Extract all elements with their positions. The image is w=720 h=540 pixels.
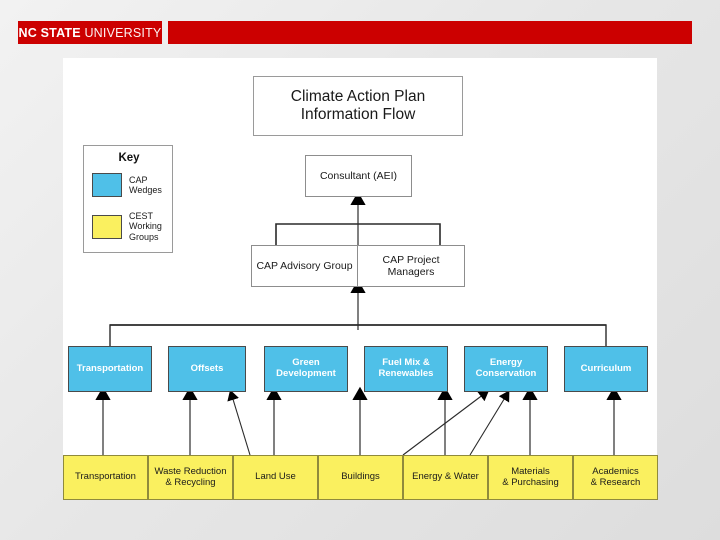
- cest-group-energy-water: Energy & Water: [403, 455, 488, 500]
- cest-group-label-line1: Materials: [511, 465, 550, 477]
- cest-group-label-line2: & Purchasing: [502, 476, 559, 488]
- key-label-line1: CAP: [129, 174, 148, 185]
- key-label-line3: Groups: [129, 231, 159, 242]
- key-label-line2: Working: [129, 221, 162, 232]
- brand-red-bar: [168, 21, 692, 44]
- cap-wedge-label-line2: Conservation: [475, 368, 537, 379]
- key-label-cest-groups: CEST Working Groups: [129, 211, 162, 242]
- cap-wedge-label-line2: Renewables: [378, 368, 434, 379]
- cest-group-academics-research: Academics & Research: [573, 455, 658, 500]
- cap-wedge-energy-conservation: Energy Conservation: [464, 346, 548, 392]
- cest-group-land-use: Land Use: [233, 455, 318, 500]
- cest-group-label-line1: Transportation: [75, 471, 136, 483]
- cap-wedge-transportation: Transportation: [68, 346, 152, 392]
- brand-thin-text: UNIVERSITY: [84, 25, 162, 40]
- key-heading: Key: [118, 152, 140, 164]
- cest-group-label-line2: & Research: [590, 476, 641, 488]
- cest-group-label-line1: Waste Reduction: [154, 465, 227, 477]
- key-item-cap-wedges: CAP Wedges: [92, 173, 162, 197]
- consultant-label: Consultant (AEI): [319, 169, 398, 182]
- key-swatch-blue: [92, 173, 122, 197]
- diagram-title-line2: Information Flow: [300, 106, 416, 123]
- cap-wedge-label-line1: Transportation: [76, 362, 144, 374]
- cap-wedge-curriculum: Curriculum: [564, 346, 648, 392]
- key-label-line1: CEST: [129, 211, 154, 221]
- cap-wedge-offsets: Offsets: [168, 346, 246, 392]
- cap-wedge-green-development: Green Development: [264, 346, 348, 392]
- cest-group-label-line1: Land Use: [255, 471, 296, 483]
- key-legend: Key CAP Wedges CEST Working Groups: [83, 145, 173, 253]
- cap-wedge-label-line1: Curriculum: [580, 362, 632, 374]
- nc-state-logo: NC STATE UNIVERSITY: [18, 21, 162, 44]
- cest-group-transportation: Transportation: [63, 455, 148, 500]
- cap-advisory-group-label: CAP Advisory Group: [256, 259, 353, 272]
- cap-wedge-label-line1: Energy: [489, 357, 523, 369]
- cap-project-managers-label: CAP Project Managers: [382, 253, 440, 278]
- cap-wedge-fuel-mix-renewables: Fuel Mix & Renewables: [364, 346, 448, 392]
- brand-bold-text: NC STATE: [18, 25, 81, 40]
- key-item-cest-groups: CEST Working Groups: [92, 211, 162, 242]
- cest-group-label-line1: Buildings: [341, 471, 380, 483]
- cap-wedge-label-line1: Offsets: [190, 362, 224, 374]
- diagram-title-box: Climate Action Plan Information Flow: [253, 76, 463, 136]
- cap-wedge-label-line2: Development: [276, 368, 336, 379]
- cest-group-label-line2: & Recycling: [165, 476, 216, 488]
- diagram-title-line1: Climate Action Plan: [290, 88, 426, 106]
- key-label-line2: Wedges: [129, 185, 162, 195]
- key-swatch-yellow: [92, 214, 122, 239]
- cest-group-waste-reduction-recycling: Waste Reduction & Recycling: [148, 455, 233, 500]
- cap-advisory-group-box: CAP Advisory Group: [251, 245, 358, 287]
- cest-group-materials-purchasing: Materials & Purchasing: [488, 455, 573, 500]
- cest-group-label-line1: Academics: [592, 465, 639, 477]
- consultant-box: Consultant (AEI): [305, 155, 412, 197]
- key-label-cap-wedges: CAP Wedges: [129, 175, 162, 196]
- cap-wedge-label-line1: Green: [292, 357, 320, 369]
- cest-group-label-line1: Energy & Water: [412, 471, 479, 483]
- cest-group-buildings: Buildings: [318, 455, 403, 500]
- cap-wedge-label-line1: Fuel Mix &: [382, 357, 430, 369]
- cap-project-managers-box: CAP Project Managers: [358, 245, 465, 287]
